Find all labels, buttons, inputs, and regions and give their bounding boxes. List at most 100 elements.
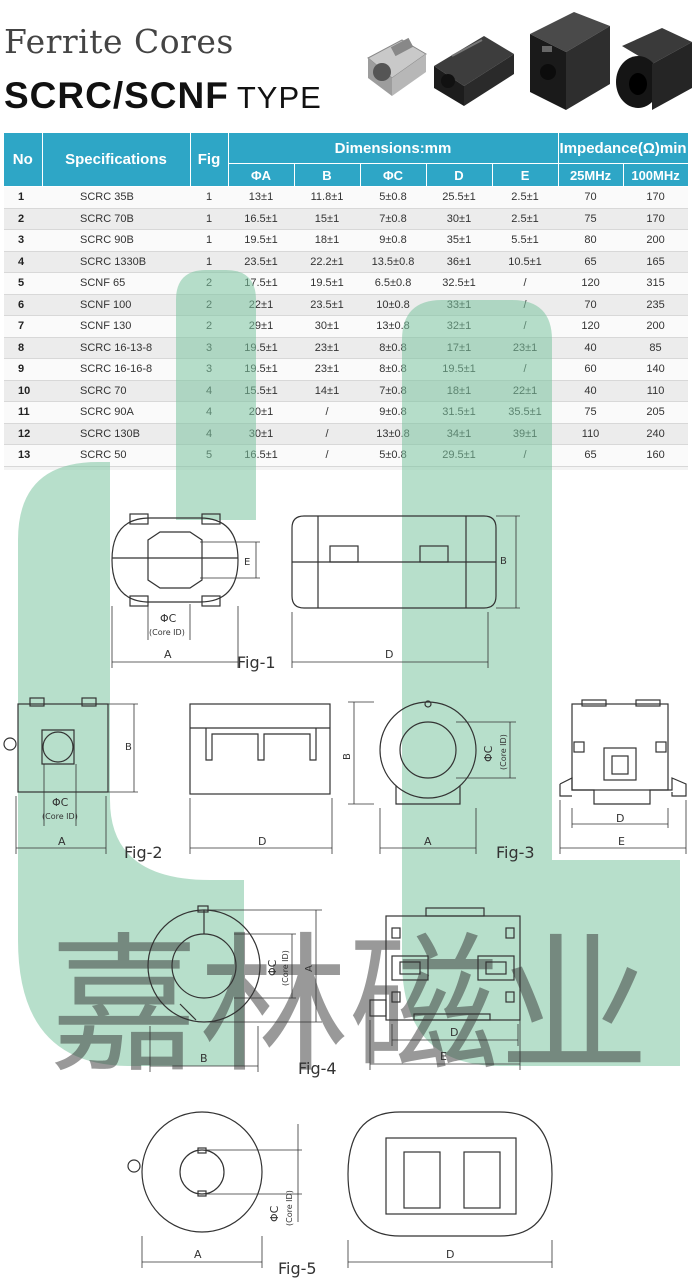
col-header-e: E bbox=[492, 163, 559, 187]
photo-core-black-box bbox=[530, 12, 610, 110]
cell-imp-100mhz: 240 bbox=[623, 423, 689, 445]
cell-spec: SCNF 100 bbox=[42, 294, 190, 316]
cell-imp-25mhz: 75 bbox=[558, 401, 624, 424]
cell-fig: 1 bbox=[190, 251, 228, 273]
cell-dim-e: 23±1 bbox=[492, 337, 559, 359]
cell-spec: SCRC 50 bbox=[42, 444, 190, 467]
fig5-front-view: ΦC (Core ID) A bbox=[127, 1111, 302, 1268]
fig3-dim-b: B bbox=[342, 753, 353, 760]
cell-no: 5 bbox=[4, 272, 42, 295]
cell-spec: SCRC 70 bbox=[42, 380, 190, 402]
cell-no: 2 bbox=[4, 208, 42, 230]
cell-dim-d: 25.5±1 bbox=[426, 186, 492, 209]
cell-dim-b: / bbox=[294, 423, 360, 445]
cell-dim-d: 32±1 bbox=[426, 315, 492, 338]
cell-imp-100mhz: 205 bbox=[623, 401, 689, 424]
col-header-25mhz: 25MHz bbox=[558, 163, 624, 187]
cell-dim-b: / bbox=[294, 444, 360, 467]
cell-no: 11 bbox=[4, 401, 42, 424]
cell-no: 7 bbox=[4, 315, 42, 338]
fig1-core-id: (Core ID) bbox=[149, 628, 185, 637]
cell-imp-25mhz: 65 bbox=[558, 251, 624, 273]
figure-drawings: E ΦC (Core ID) A B bbox=[3, 513, 687, 1278]
cell-dim-a: 15.5±1 bbox=[228, 380, 294, 402]
photo-core-grey bbox=[367, 37, 427, 96]
cell-dim-b: 23.5±1 bbox=[294, 294, 360, 316]
fig2-core-id: (Core ID) bbox=[42, 812, 78, 821]
fig3-front-view: B ΦC (Core ID) A bbox=[342, 700, 516, 854]
fig4-dim-e: E bbox=[440, 1050, 447, 1063]
cell-fig: 2 bbox=[190, 294, 228, 316]
cell-dim-c: 9±0.8 bbox=[360, 229, 426, 252]
cell-no: 12 bbox=[4, 423, 42, 445]
cell-dim-d: 30±1 bbox=[426, 208, 492, 230]
cell-dim-b: 23±1 bbox=[294, 337, 360, 359]
cell-dim-e: 2.5±1 bbox=[492, 208, 559, 230]
col-header-spec: Specifications bbox=[42, 133, 191, 187]
spec-table-container: No Specifications Fig Dimensions:mm Impe… bbox=[4, 133, 689, 470]
photo-core-black-open bbox=[434, 36, 514, 106]
fig2-dim-c: ΦC bbox=[52, 796, 69, 809]
cell-dim-d: 32.5±1 bbox=[426, 272, 492, 295]
col-header-c: ΦC bbox=[360, 163, 427, 187]
cell-dim-a: 13±1 bbox=[228, 186, 294, 209]
cell-dim-b: 30±1 bbox=[294, 315, 360, 338]
cell-dim-b: 23±1 bbox=[294, 358, 360, 381]
cell-imp-25mhz: 65 bbox=[558, 444, 624, 467]
cell-fig: 4 bbox=[190, 380, 228, 402]
fig4-side-view: D E bbox=[369, 907, 521, 1070]
fig3-dim-e: E bbox=[618, 835, 625, 848]
cell-dim-c: 8±0.8 bbox=[360, 337, 426, 359]
cell-no: 9 bbox=[4, 358, 42, 381]
fig4-front-view: A ΦC (Core ID) B bbox=[147, 905, 322, 1072]
cell-dim-a: 16.5±1 bbox=[228, 208, 294, 230]
cell-imp-100mhz: 200 bbox=[623, 229, 689, 252]
cell-fig: 4 bbox=[190, 401, 228, 424]
cell-dim-b: 14±1 bbox=[294, 380, 360, 402]
cell-dim-d: 33±1 bbox=[426, 294, 492, 316]
fig4-dim-c: ΦC bbox=[266, 959, 279, 976]
cell-imp-100mhz: 110 bbox=[623, 380, 689, 402]
cell-imp-25mhz: 40 bbox=[558, 380, 624, 402]
cell-dim-b: 15±1 bbox=[294, 208, 360, 230]
fig5-side-view: D bbox=[347, 1111, 553, 1268]
figures-area: E ΦC (Core ID) A B bbox=[0, 476, 698, 1284]
cell-fig: 3 bbox=[190, 337, 228, 359]
cell-dim-b: 18±1 bbox=[294, 229, 360, 252]
fig3-dim-d: D bbox=[616, 812, 624, 825]
col-header-b: B bbox=[294, 163, 361, 187]
cell-dim-a: 16.5±1 bbox=[228, 444, 294, 467]
cell-imp-100mhz: 315 bbox=[623, 272, 689, 295]
cell-dim-d: 35±1 bbox=[426, 229, 492, 252]
cell-imp-100mhz: 160 bbox=[623, 444, 689, 467]
table-header: No Specifications Fig Dimensions:mm Impe… bbox=[4, 133, 689, 187]
cell-dim-b: / bbox=[294, 401, 360, 424]
cell-dim-a: 20±1 bbox=[228, 401, 294, 424]
cell-fig: 3 bbox=[190, 358, 228, 381]
cell-dim-d: 31.5±1 bbox=[426, 401, 492, 424]
fig1-dim-a: A bbox=[164, 648, 172, 661]
title-ferrite-cores: Ferrite Cores bbox=[4, 22, 234, 61]
cell-dim-a: 19.5±1 bbox=[228, 358, 294, 381]
fig3-core-id: (Core ID) bbox=[499, 734, 508, 770]
cell-fig: 1 bbox=[190, 229, 228, 252]
fig1-front-view: E ΦC (Core ID) A bbox=[111, 513, 260, 668]
cell-no: 1 bbox=[4, 186, 42, 209]
fig3-side-view: D E bbox=[559, 699, 687, 854]
cell-imp-25mhz: 70 bbox=[558, 186, 624, 209]
cell-dim-a: 19.5±1 bbox=[228, 229, 294, 252]
title-type-word: TYPE bbox=[236, 80, 322, 115]
cell-dim-e: 35.5±1 bbox=[492, 401, 559, 424]
cell-fig: 1 bbox=[190, 186, 228, 209]
cell-dim-c: 10±0.8 bbox=[360, 294, 426, 316]
fig2-front-view: B ΦC (Core ID) A bbox=[3, 697, 138, 854]
cell-dim-c: 6.5±0.8 bbox=[360, 272, 426, 295]
cell-dim-e: / bbox=[492, 272, 559, 295]
cell-dim-e: / bbox=[492, 358, 559, 381]
